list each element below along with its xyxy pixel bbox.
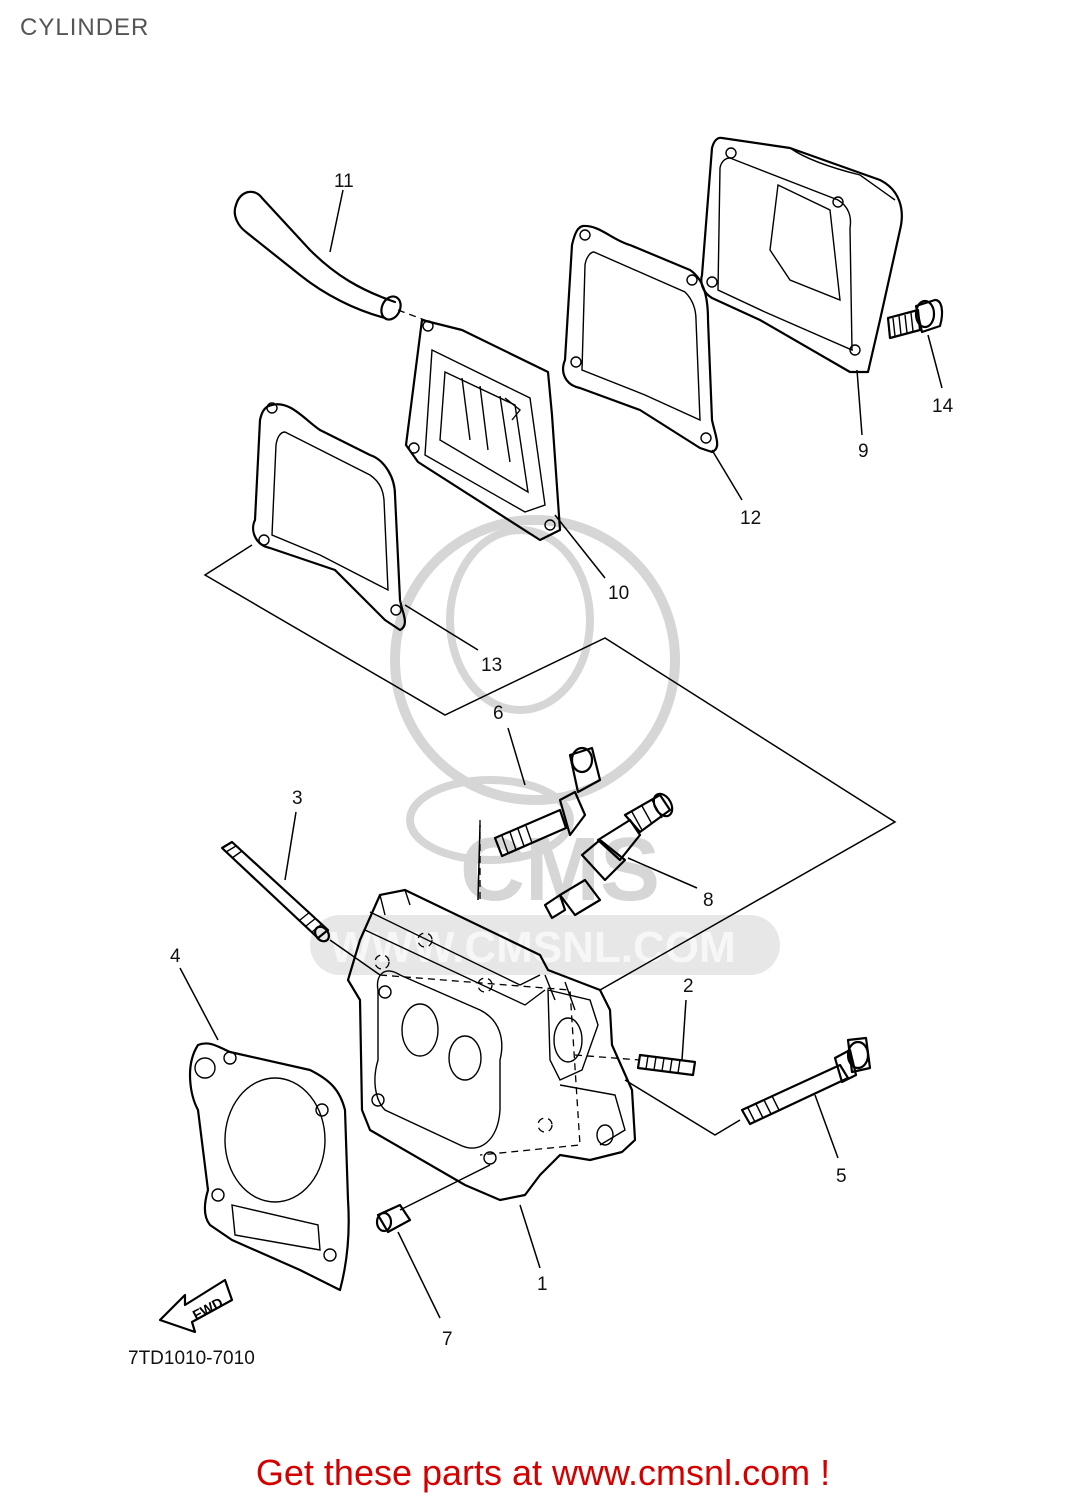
callout-5: 5 [836,1166,847,1187]
dowel-pin [375,1164,491,1234]
watermark-logo-text: CMS [460,820,660,920]
callout-4: 4 [170,946,181,967]
cylinder-head-gasket [188,1042,350,1292]
callout-7: 7 [442,1329,453,1350]
drawing-number: 7TD1010-7010 [128,1348,255,1369]
callout-12: 12 [740,508,761,529]
stud-bolt-long [220,840,330,943]
callout-3: 3 [292,788,303,809]
spark-plug [543,792,674,920]
head-cover [700,136,903,374]
callout-leaders [179,189,943,1319]
fwd-arrow-icon: FWD [158,1278,234,1334]
cylinder-head [346,888,637,1202]
stud-bolt-short [574,1053,697,1077]
callout-11: 11 [334,171,354,192]
callout-13: 13 [481,655,502,676]
plate-gasket [252,402,407,632]
callout-9: 9 [858,441,869,462]
cover-bolt [886,298,944,340]
cover-gasket [562,224,719,454]
flange-bolt-long [740,1036,872,1126]
callout-2: 2 [683,976,694,997]
flange-bolt-short [493,746,602,858]
footer-link-banner[interactable]: Get these parts at www.cmsnl.com ! [255,1452,831,1493]
callout-10: 10 [608,583,629,604]
breather-plate [404,318,562,542]
watermark-url-text: WWW.CMSNL.COM [330,923,736,972]
callout-6: 6 [493,703,504,724]
breather-hose [233,190,431,323]
callout-14: 14 [932,396,954,417]
callout-1: 1 [537,1274,548,1295]
page-title: CYLINDER [20,14,150,41]
callout-8: 8 [703,890,714,911]
callout-labels: 1 2 3 4 5 6 7 8 9 10 11 12 13 14 [170,171,954,1350]
